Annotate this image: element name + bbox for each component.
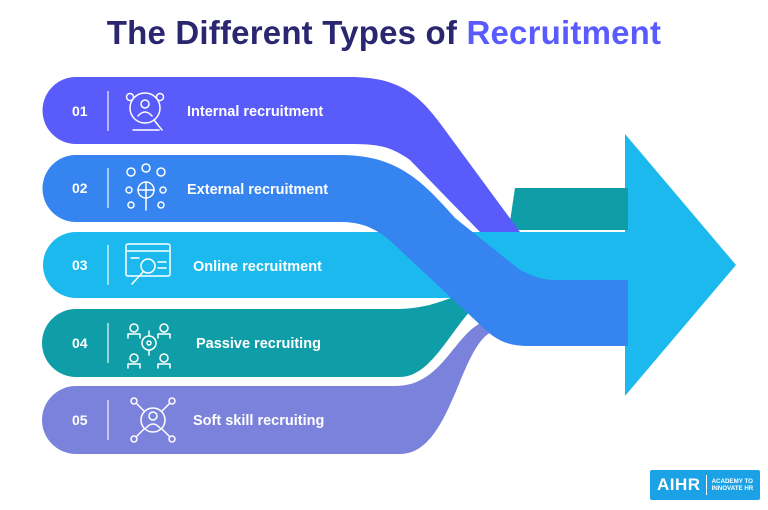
band-internal (42, 77, 520, 232)
item-number-3: 03 (72, 257, 88, 273)
item-label-4: Passive recruiting (196, 336, 321, 352)
logo-separator (705, 475, 707, 495)
people-network-icon (125, 163, 167, 211)
band-passive (42, 188, 628, 377)
browser-search-icon (125, 243, 171, 285)
aihr-logo: AIHR ACADEMY TO INNOVATE HR (650, 470, 760, 500)
target-people-icon (127, 323, 171, 369)
item-number-1: 01 (72, 103, 88, 119)
person-network-icon (130, 397, 176, 443)
magnifier-people-icon (125, 92, 165, 131)
band-soft-skill (42, 318, 500, 454)
item-label-3: Online recruitment (193, 259, 322, 275)
logo-tagline-line2: INNOVATE HR (711, 485, 754, 492)
item-label-1: Internal recruitment (187, 104, 323, 120)
logo-tagline-line1: ACADEMY TO (711, 478, 753, 485)
item-number-2: 02 (72, 180, 88, 196)
item-number-5: 05 (72, 412, 88, 428)
item-label-2: External recruitment (187, 182, 328, 198)
logo-brand: AIHR (657, 475, 701, 494)
item-number-4: 04 (72, 335, 88, 351)
band-external (42, 155, 628, 346)
title-part-2: Recruitment (466, 14, 662, 51)
page-title: The Different Types of Recruitment (0, 14, 768, 52)
title-part-1: The Different Types of (106, 14, 458, 51)
arrow-head (625, 134, 736, 396)
logo-tagline: ACADEMY TO INNOVATE HR (712, 478, 760, 492)
item-label-5: Soft skill recruiting (193, 413, 324, 429)
